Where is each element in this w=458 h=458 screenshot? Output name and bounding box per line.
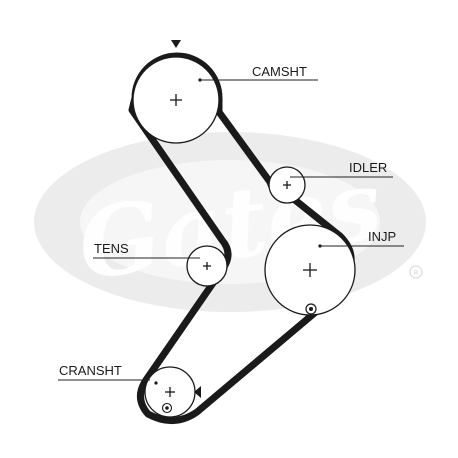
crankshaft-label: CRANSHT: [59, 363, 122, 378]
camshaft-pulley: [132, 56, 220, 144]
idler-label: IDLER: [349, 160, 387, 175]
tensioner-label: TENS: [94, 241, 129, 256]
camshaft-timing-mark-top: [171, 40, 181, 48]
tensioner-pulley: [186, 245, 228, 287]
injection-pump-label: INJP: [368, 229, 396, 244]
injection-pump-pulley: [264, 224, 356, 316]
gates-watermark: Gates R: [34, 132, 426, 312]
idler-pulley: [268, 166, 306, 204]
crankshaft-pulley: [144, 366, 196, 418]
camshaft-label: CAMSHT: [252, 64, 307, 79]
svg-text:R: R: [414, 269, 419, 277]
crankshaft-timing-mark: [194, 386, 201, 398]
